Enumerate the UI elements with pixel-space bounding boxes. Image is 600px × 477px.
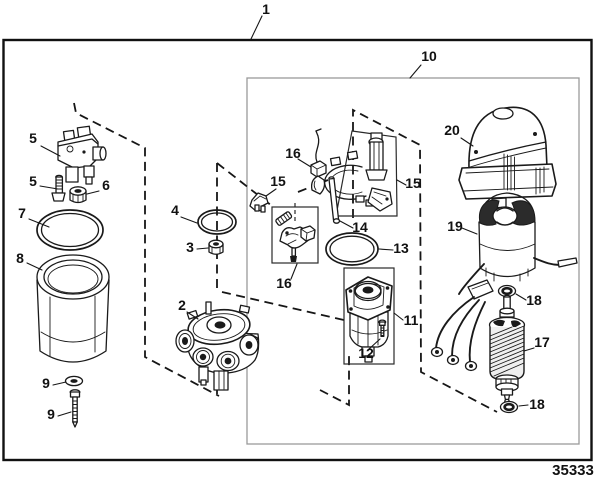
part-16-valve-kit <box>275 211 316 262</box>
outer-border <box>2 38 593 462</box>
callout-3: 3 <box>186 239 194 255</box>
part-7-oring <box>36 209 104 251</box>
part-8-reservoir <box>36 254 110 363</box>
callout-14: 14 <box>352 219 368 235</box>
part-14-rod <box>328 176 341 224</box>
part-18-washer-lower <box>499 400 519 414</box>
callout-10: 10 <box>421 48 437 64</box>
part-13-oring <box>325 232 379 266</box>
callout-13: 13 <box>393 240 409 256</box>
part-9-washer <box>64 375 84 387</box>
leader-lines <box>26 15 535 417</box>
parts-kit-box-16 <box>271 206 319 264</box>
callout-20: 20 <box>444 122 460 138</box>
part-5-screw <box>51 174 66 202</box>
part-11-adaptor <box>345 276 393 363</box>
callout-6: 6 <box>102 177 110 193</box>
part-18-washer-upper <box>497 284 517 298</box>
callout-17: 17 <box>534 334 550 350</box>
part-16-wire-connector <box>310 128 327 178</box>
callout-8: 8 <box>16 250 24 266</box>
callout-1: 1 <box>262 1 270 17</box>
assembly-box-10 <box>246 77 580 445</box>
wire-clamp-and-leads <box>430 279 494 372</box>
part-4-oring <box>197 209 237 235</box>
part-17-armature <box>488 294 526 405</box>
callout-4: 4 <box>171 202 179 218</box>
callout-labels: 1 10 5 5 6 7 8 9 9 4 3 2 16 15 15 14 16 … <box>16 1 550 422</box>
part-6-nut <box>69 186 87 204</box>
callout-19: 19 <box>447 218 463 234</box>
callout-2: 2 <box>178 297 186 313</box>
callout-15-clip: 15 <box>270 173 286 189</box>
callout-15-bracket: 15 <box>405 175 421 191</box>
drawing-number: 35333 <box>552 462 594 477</box>
callout-7: 7 <box>18 205 26 221</box>
part-20-end-cap <box>458 106 557 209</box>
callout-11: 11 <box>404 312 419 328</box>
part-2-pump-body <box>175 301 260 391</box>
parts-box-11 <box>343 267 395 365</box>
callout-5-valve: 5 <box>29 130 37 146</box>
callout-18-lower: 18 <box>529 396 545 412</box>
part-19-stator <box>458 192 578 295</box>
callout-18-upper: 18 <box>526 292 542 308</box>
part-15-clip <box>249 192 269 213</box>
part-5-valve-body <box>57 125 107 185</box>
callout-5-screw: 5 <box>29 173 37 189</box>
callout-16-kit: 16 <box>276 275 292 291</box>
callout-9-bolt: 9 <box>47 406 55 422</box>
callout-16-upper: 16 <box>285 145 301 161</box>
part-9-bolt <box>69 389 81 428</box>
part-12-screw <box>378 319 387 338</box>
callout-9-washer: 9 <box>42 375 50 391</box>
part-3-nut <box>208 239 224 255</box>
part-15-bracket-assembly <box>310 132 393 212</box>
callout-12: 12 <box>358 345 374 361</box>
